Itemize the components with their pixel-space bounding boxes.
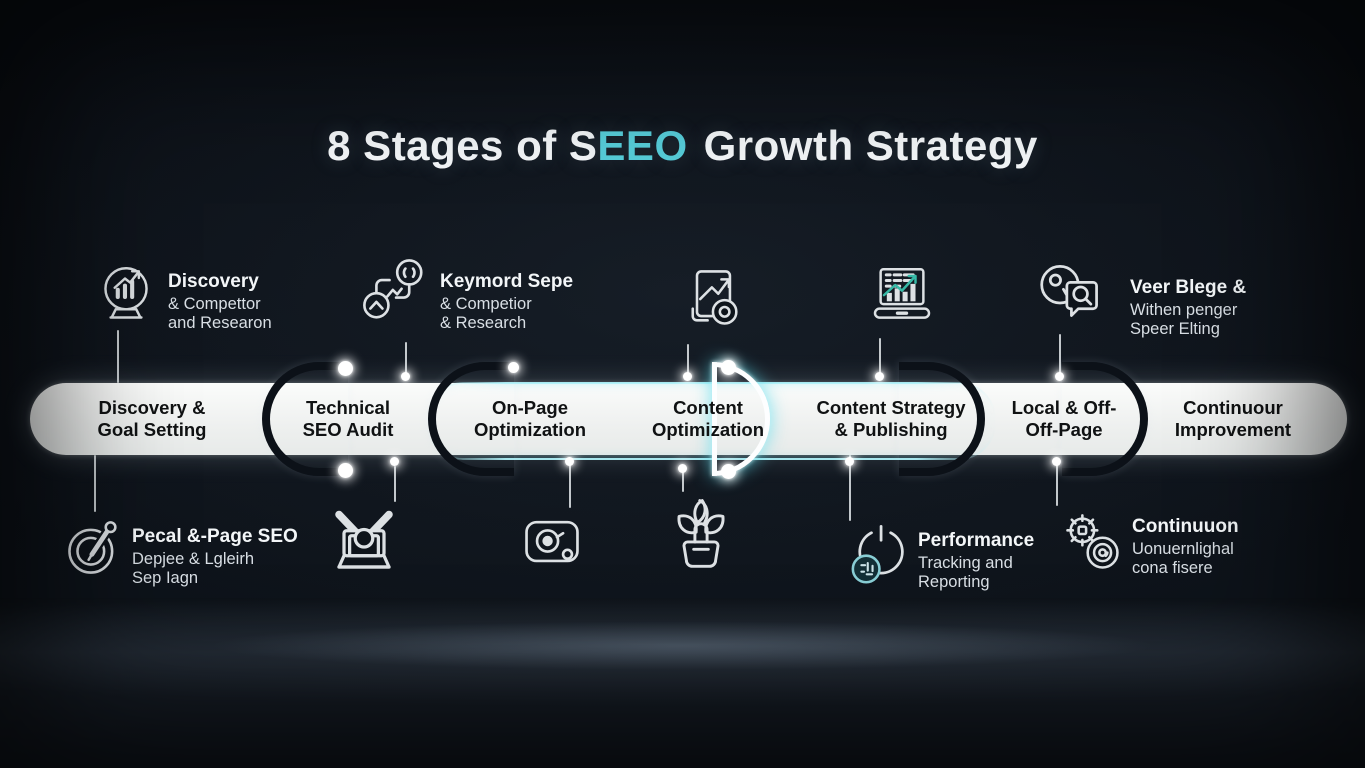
- callout-line: & Research: [440, 314, 527, 333]
- junction-dot: [845, 457, 854, 466]
- callout-line: Reporting: [918, 573, 990, 592]
- connector-line: [687, 344, 689, 374]
- chain-arc: [428, 362, 514, 476]
- connector-line: [1056, 462, 1058, 506]
- junction-dot: [338, 361, 353, 376]
- junction-dot: [338, 463, 353, 478]
- chain-arc: [1062, 362, 1148, 476]
- connector-line: [405, 342, 407, 374]
- callout-title: Performance: [918, 530, 1035, 551]
- callout-line: Uonuernlighal: [1132, 540, 1234, 558]
- callout-line: Sep Iagn: [132, 569, 199, 588]
- connector-line: [394, 466, 396, 502]
- stage-1-label: Discovery &Goal Setting: [97, 397, 207, 440]
- callout-bottom-right: Continuuon Uonuernlighal cona fisere: [1132, 516, 1239, 579]
- floor-gradient: [0, 598, 1365, 768]
- callout-title: Discovery: [168, 271, 259, 292]
- growth-chart-bulb-icon: [93, 260, 159, 336]
- callout-title: Veer Blege &: [1130, 277, 1247, 298]
- junction-dot: [401, 372, 410, 381]
- title-pre: 8 Stages of S: [327, 122, 598, 169]
- band-cyan-glow: [426, 382, 996, 460]
- callout-top-right: Veer Blege & Withen penger Speer Elting: [1130, 277, 1246, 340]
- laptop-analytics-icon: [866, 258, 938, 330]
- trend-document-icon: [680, 258, 748, 338]
- callout-discovery: Discovery & Compettor and Researon: [168, 271, 272, 334]
- callout-line: & Competior: [440, 295, 532, 313]
- junction-dot: [721, 464, 736, 479]
- callout-title: Continuuon: [1132, 516, 1239, 537]
- junction-dot: [1055, 372, 1064, 381]
- gears-icon: [1060, 508, 1126, 576]
- crossed-box-icon: [324, 498, 404, 576]
- connector-line: [1059, 334, 1061, 375]
- callout-performance: Performance Tracking and Reporting: [918, 530, 1034, 593]
- junction-dot: [508, 362, 519, 373]
- connector-line: [682, 472, 684, 492]
- stage-5-label: Content Strategy& Publishing: [816, 397, 966, 440]
- callout-line: Withen penger: [1130, 301, 1238, 319]
- gauge-panel-icon: [516, 510, 588, 572]
- callout-line: and Researon: [168, 314, 272, 333]
- junction-dot: [565, 457, 574, 466]
- junction-dot: [875, 372, 884, 381]
- callout-keyword: Keymord Sepe & Competior & Research: [440, 271, 573, 334]
- junction-dot: [683, 372, 692, 381]
- callout-line: Depjee & Lgleirh: [132, 550, 254, 568]
- callout-line: Tracking and: [918, 554, 1013, 572]
- callout-line: Speer Elting: [1130, 320, 1220, 339]
- callout-line: cona fisere: [1132, 559, 1213, 578]
- power-chart-icon: [848, 520, 912, 586]
- callout-title: Pecal &-Page SEO: [132, 526, 298, 547]
- disc-search-bubble-icon: [1036, 260, 1116, 330]
- junction-dot: [390, 457, 399, 466]
- connector-line: [879, 338, 881, 375]
- title-post: Growth Strategy: [703, 122, 1038, 169]
- page-title: 8 Stages of SEEO Growth Strategy: [0, 122, 1365, 170]
- flowchart-nodes-icon: [360, 256, 430, 326]
- pen-target-icon: [62, 516, 126, 580]
- junction-dot: [721, 360, 736, 375]
- callout-line: & Compettor: [168, 295, 261, 313]
- junction-dot: [678, 464, 687, 473]
- connector-line: [117, 330, 119, 383]
- chain-arc: [899, 362, 985, 476]
- connector-line: [849, 455, 851, 521]
- junction-dot: [1052, 457, 1061, 466]
- connector-line: [94, 455, 96, 512]
- callout-bottom-left: Pecal &-Page SEO Depjee & Lgleirh Sep Ia…: [132, 526, 298, 589]
- callout-title: Keymord Sepe: [440, 271, 574, 292]
- plant-growth-icon: [662, 488, 740, 574]
- connector-line: [569, 462, 571, 508]
- stage-6-label: Local & Off-Off-Page: [1011, 397, 1117, 440]
- chain-arc: [262, 362, 348, 476]
- title-accent: EEO: [597, 122, 688, 169]
